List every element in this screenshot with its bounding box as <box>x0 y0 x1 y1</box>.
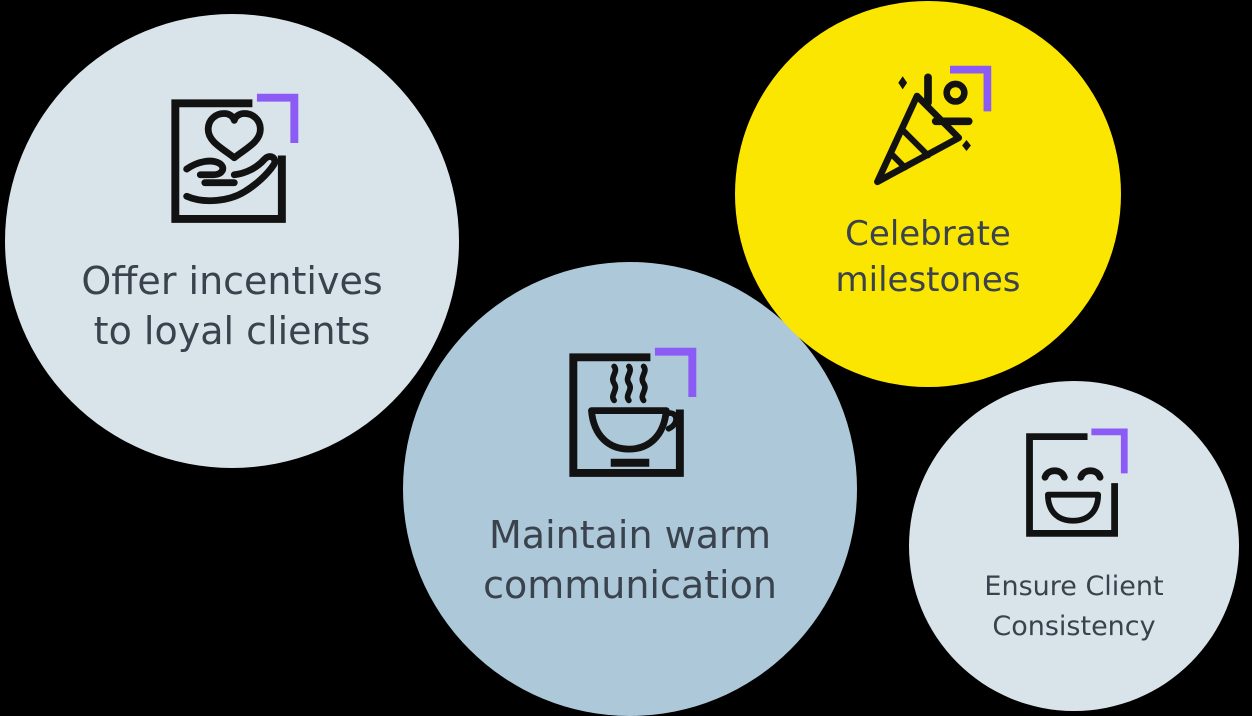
maintain-warm-communication-bubble: Maintain warm communication <box>403 262 857 716</box>
party-popper-icon <box>874 65 992 186</box>
offer-incentives-label: Offer incentives to loyal clients <box>81 259 383 353</box>
celebrate-milestones-label: Celebrate milestones <box>835 214 1021 300</box>
offer-incentives-bubble: Offer incentives to loyal clients <box>5 14 459 468</box>
celebrate-milestones-bubble: Celebrate milestones <box>735 1 1121 387</box>
ensure-client-consistency-label: Ensure Client Consistency <box>984 571 1164 642</box>
heart-in-hand-icon <box>171 93 299 223</box>
smiley-face-icon <box>1026 428 1128 537</box>
coffee-cup-icon <box>569 347 697 477</box>
maintain-warm-communication-label: Maintain warm communication <box>483 513 777 607</box>
ensure-client-consistency-bubble: Ensure Client Consistency <box>909 381 1239 711</box>
